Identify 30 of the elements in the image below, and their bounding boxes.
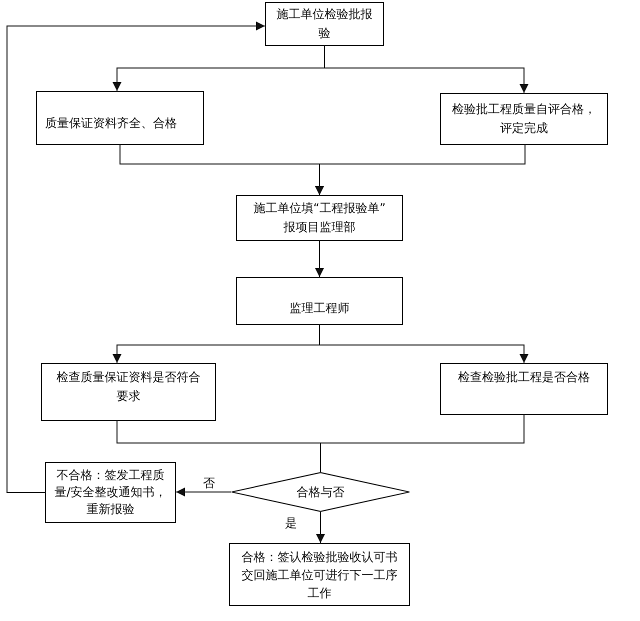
node-text: 施工单位填“工程报验单”报项目监理部 [252, 200, 387, 236]
node-text: 检查检验批工程是否合格 [457, 369, 591, 386]
arrow [6, 22, 266, 493]
arrow [176, 488, 232, 496]
decision-diamond [231, 472, 410, 512]
arrow [316, 512, 325, 544]
process-box [440, 93, 608, 145]
edge-label: 是 [285, 516, 297, 530]
node-text: 合格与否 [296, 484, 346, 500]
arrow [324, 46, 528, 94]
arrow [315, 144, 526, 196]
process-box [236, 195, 403, 241]
process-box [229, 543, 410, 606]
process-box [236, 277, 403, 325]
process-box [45, 462, 176, 523]
connector-line [320, 414, 524, 472]
arrow [315, 240, 324, 278]
process-box [41, 363, 216, 421]
arrow [319, 324, 528, 364]
node-text: 施工单位检验批报验 [276, 6, 374, 42]
node-text: 不合格：签发工程质量/安全整改通知书，重新报验 [53, 467, 168, 518]
process-box [265, 2, 384, 46]
node-text: 合格：签认检验批验收认可书交回施工单位可进行下一工序工作 [240, 548, 398, 602]
node-text: 质量保证资料齐全、合格 [45, 115, 178, 132]
node-text: 检查质量保证资料是否符合要求 [56, 369, 202, 405]
edge-label: 否 [203, 476, 215, 490]
process-box [36, 91, 204, 145]
node-text: 检验批工程质量自评合格，评定完成 [451, 101, 597, 137]
node-text: 监理工程师 [288, 300, 350, 317]
process-box [440, 363, 608, 415]
